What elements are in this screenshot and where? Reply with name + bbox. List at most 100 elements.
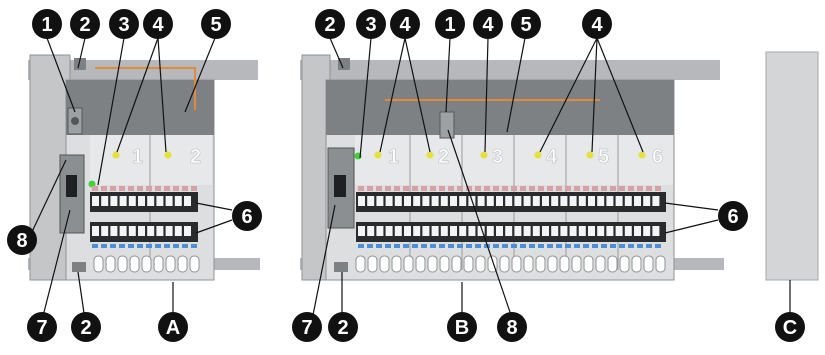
terminal-pin-top	[173, 186, 179, 191]
terminal-marker-blue	[520, 244, 526, 248]
terminal-marker-blue	[628, 244, 634, 248]
terminal-clamp	[542, 226, 549, 236]
device-b-power-switch	[439, 111, 455, 139]
callout-4-a: 4	[143, 9, 173, 39]
terminal-marker-blue	[191, 244, 197, 248]
terminal-clamp	[119, 196, 127, 206]
terminal-clamp	[578, 196, 586, 206]
terminal-clamp	[634, 196, 641, 206]
device-b-top-latch	[338, 58, 350, 70]
terminal-clamp	[128, 196, 136, 206]
callout-7-a: 7	[27, 312, 57, 342]
terminal-pin-top	[92, 186, 98, 191]
terminal-clamp	[514, 196, 522, 206]
terminal-pin-top	[412, 186, 418, 191]
terminal-pin-top	[448, 186, 454, 191]
terminal-clamp	[404, 196, 411, 206]
terminal-pin-top	[628, 186, 634, 191]
bottom-slot	[117, 255, 128, 273]
bottom-slot	[177, 255, 188, 273]
bottom-slot	[165, 255, 176, 273]
svg-text:A: A	[166, 317, 180, 339]
terminal-pin-top	[574, 186, 580, 191]
terminal-clamp	[92, 196, 99, 206]
callout-1-a: 1	[32, 9, 62, 39]
terminal-marker-blue	[412, 244, 418, 248]
terminal-clamp	[496, 226, 503, 236]
device-b-bottom-slots	[355, 255, 666, 273]
terminal-pin-top	[421, 186, 427, 191]
terminal-clamp	[110, 226, 118, 236]
terminal-marker-blue	[173, 244, 179, 248]
terminal-clamp	[486, 196, 494, 206]
terminal-marker-blue	[182, 244, 188, 248]
callout-4-b-middle: 4	[473, 9, 503, 39]
terminal-marker-blue	[574, 244, 580, 248]
terminal-marker-blue	[592, 244, 598, 248]
terminal-marker-blue	[119, 244, 125, 248]
terminal-pin-top	[592, 186, 598, 191]
terminal-pin-top	[376, 186, 382, 191]
terminal-clamp	[532, 226, 540, 236]
device-a-module-panel	[90, 135, 212, 185]
terminal-clamp	[431, 226, 439, 236]
terminal-clamp	[477, 196, 485, 206]
terminal-marker-blue	[538, 244, 544, 248]
svg-text:4: 4	[591, 14, 603, 36]
terminal-pin-top	[430, 186, 436, 191]
bottom-slot	[499, 255, 510, 273]
bottom-slot	[105, 255, 116, 273]
device-b-endplate	[301, 54, 331, 281]
callouts: 1 2 3 4 5 6 8 7 2 A 2 3 4 1 4 5 4 6 7 2 …	[7, 9, 805, 342]
svg-text:8: 8	[16, 230, 27, 252]
terminal-clamp	[413, 196, 421, 206]
terminal-marker-blue	[421, 244, 427, 248]
terminal-pin-top	[403, 186, 409, 191]
terminal-pin-top	[484, 186, 490, 191]
terminal-clamp	[110, 196, 118, 206]
svg-text:3: 3	[118, 14, 129, 36]
device-b-led-yellow-4	[534, 151, 542, 159]
device-b-led-yellow-3	[480, 151, 488, 159]
terminal-clamp	[652, 196, 660, 206]
terminal-pin-top	[137, 186, 143, 191]
bottom-slot	[655, 255, 666, 273]
svg-text:4: 4	[399, 14, 411, 36]
terminal-clamp	[138, 196, 145, 206]
terminal-marker-blue	[439, 244, 445, 248]
terminal-marker-blue	[583, 244, 589, 248]
svg-text:7: 7	[36, 317, 47, 339]
terminal-clamp	[147, 196, 155, 206]
terminal-clamp	[459, 226, 467, 236]
terminal-pin-top	[367, 186, 373, 191]
terminal-marker-blue	[637, 244, 643, 248]
terminal-marker-blue	[610, 244, 616, 248]
bottom-slot	[535, 255, 546, 273]
terminal-pin-top	[466, 186, 472, 191]
terminal-pin-top	[457, 186, 463, 191]
terminal-clamp	[634, 226, 641, 236]
callout-5-b: 5	[511, 9, 541, 39]
device-a-led-yellow-1	[112, 151, 120, 159]
terminal-clamp	[358, 196, 365, 206]
terminal-clamp	[165, 226, 173, 236]
terminal-pin-top	[155, 186, 161, 191]
terminal-pin-top	[583, 186, 589, 191]
device-b-led-yellow-5	[586, 151, 594, 159]
terminal-pin-top	[164, 186, 170, 191]
terminal-clamp	[496, 196, 503, 206]
bottom-slot	[129, 255, 140, 273]
terminal-pin-top	[637, 186, 643, 191]
terminal-pin-top	[565, 186, 571, 191]
callout-7-b: 7	[292, 312, 322, 342]
terminal-clamp	[643, 196, 651, 206]
terminal-marker-blue	[385, 244, 391, 248]
terminal-marker-blue	[155, 244, 161, 248]
terminal-marker-blue	[367, 244, 373, 248]
terminal-clamp	[440, 196, 448, 206]
bottom-slot	[523, 255, 534, 273]
terminal-clamp	[404, 226, 411, 236]
terminal-clamp	[440, 226, 448, 236]
device-a-orange-wire	[95, 67, 196, 110]
